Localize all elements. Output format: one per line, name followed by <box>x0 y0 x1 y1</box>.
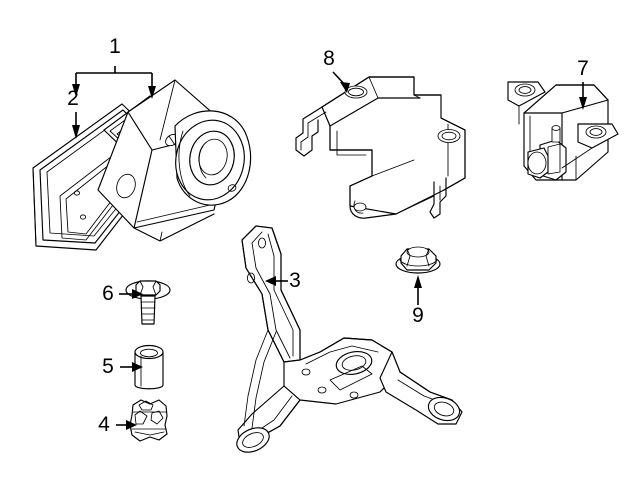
callout-label-9: 9 <box>412 304 424 327</box>
leader-callout-9 <box>414 275 422 305</box>
part-pump-motor <box>174 110 252 206</box>
callout-label-5: 5 <box>102 355 114 378</box>
callout-label-8: 8 <box>323 47 335 70</box>
callout-label-4: 4 <box>98 413 110 436</box>
part-rubber-isolator-grommet[interactable] <box>129 399 168 442</box>
leader-callout-1 <box>72 66 156 99</box>
part-yaw-rate-sensor-module[interactable] <box>507 81 619 181</box>
part-abs-hydraulic-unit-assembly[interactable] <box>32 79 252 251</box>
leader-callout-2 <box>72 112 80 139</box>
callout-label-7: 7 <box>577 57 589 80</box>
part-unit-lower-foot <box>133 213 215 242</box>
leader-callout-7 <box>579 82 587 110</box>
part-spacer-sleeve[interactable] <box>134 344 164 390</box>
part-upper-support-bracket[interactable] <box>295 76 466 219</box>
callout-label-3: 3 <box>289 269 301 292</box>
leader-callout-5 <box>120 362 143 372</box>
callout-label-2: 2 <box>67 87 79 110</box>
leader-callout-4 <box>116 420 137 430</box>
callout-label-6: 6 <box>102 282 114 305</box>
leader-callout-8 <box>332 71 350 93</box>
leader-callout-3 <box>265 276 288 286</box>
part-hex-flange-nut[interactable] <box>395 246 441 274</box>
leader-callout-6 <box>119 289 143 299</box>
part-flange-head-bolt[interactable] <box>125 280 171 325</box>
callout-label-1: 1 <box>109 35 121 58</box>
part-main-mounting-bracket[interactable] <box>233 225 463 457</box>
